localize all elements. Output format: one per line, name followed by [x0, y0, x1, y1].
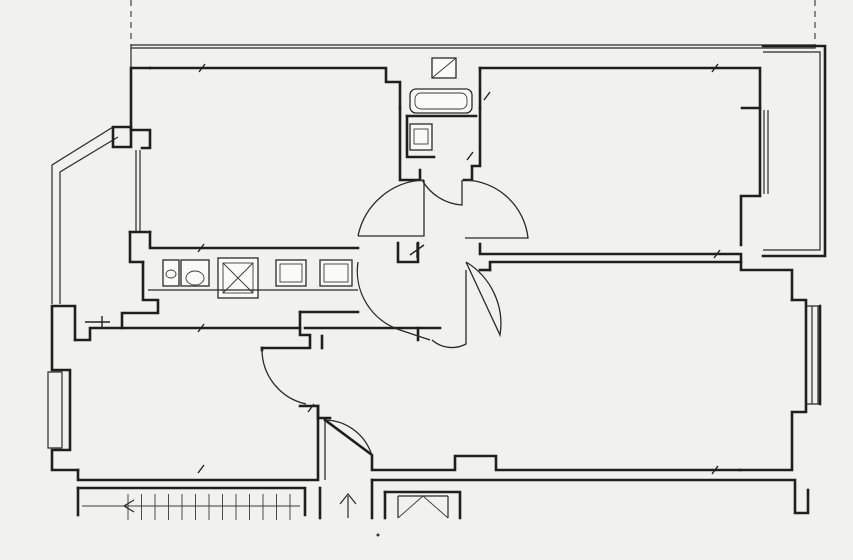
storage-box	[383, 490, 462, 520]
sink-icon	[162, 259, 180, 287]
interior-walls	[73, 106, 743, 420]
entrance-arrow-icon	[339, 493, 357, 518]
stair-arrow-icon	[123, 499, 135, 513]
toilet-icon	[180, 259, 210, 287]
exterior-walls	[50, 66, 822, 520]
door-swings	[261, 179, 529, 480]
kitchen-fixtures	[148, 257, 358, 299]
dot-marker	[376, 533, 380, 537]
electric-outlets	[85, 63, 721, 475]
stair-steps	[82, 494, 300, 520]
balcony-top-right	[761, 44, 827, 258]
washbasin-icon	[409, 123, 433, 151]
windows	[47, 110, 819, 449]
property-boundary	[130, 0, 816, 45]
bathroom-fixtures	[409, 57, 473, 151]
electric-outlet-icon	[409, 243, 425, 258]
bathtub-icon	[409, 88, 473, 114]
west-bay-window	[51, 125, 133, 304]
